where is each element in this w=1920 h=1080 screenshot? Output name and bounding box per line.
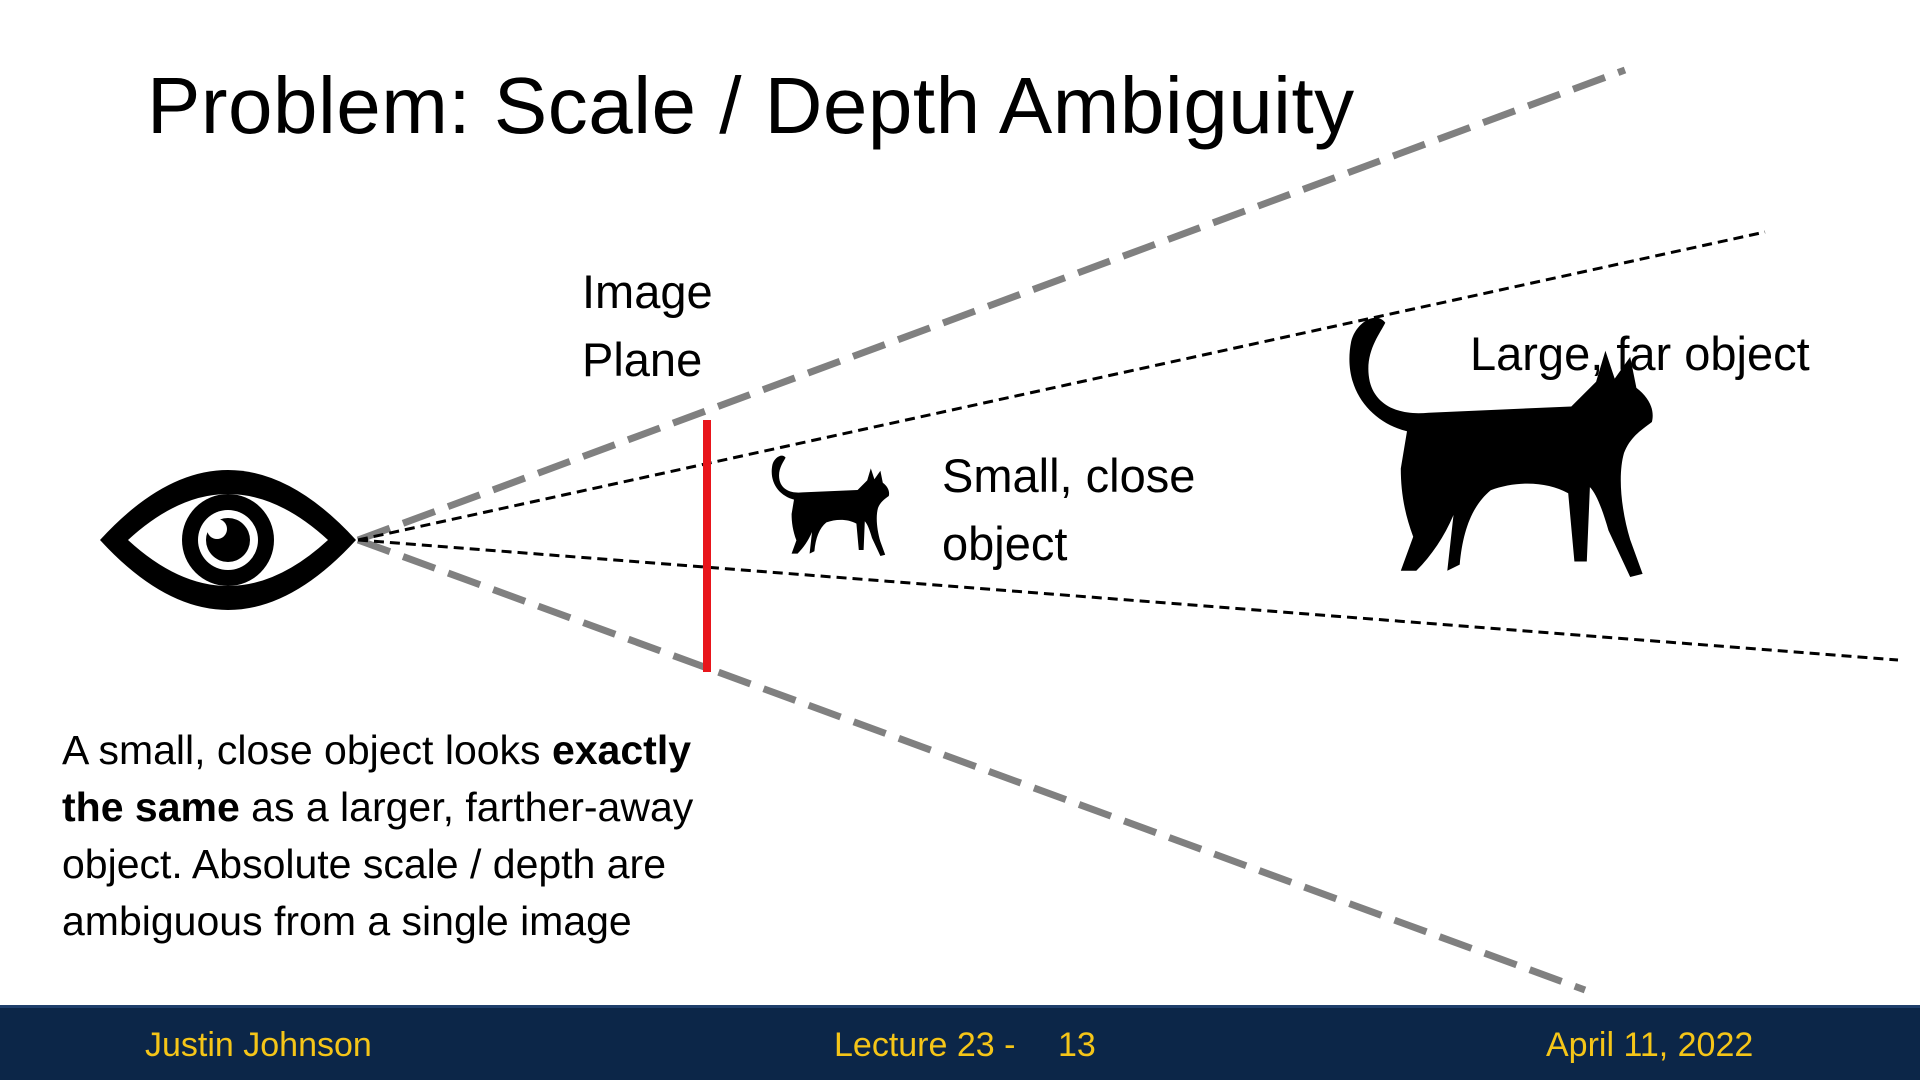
slide-title: Problem: Scale / Depth Ambiguity bbox=[147, 61, 1355, 150]
frustum-upper-line bbox=[356, 66, 1627, 544]
caption-part2: as a larger, farther-away object. Absolu… bbox=[62, 784, 694, 944]
large-object-label: Large, far object bbox=[1470, 327, 1810, 380]
image-plane-label: Image Plane bbox=[582, 258, 713, 394]
small-object-label: Small, close object bbox=[942, 442, 1195, 578]
image-plane-label-line2: Plane bbox=[582, 333, 703, 386]
footer-author: Justin Johnson bbox=[145, 1026, 372, 1064]
footer-date: April 11, 2022 bbox=[1546, 1026, 1754, 1064]
footer-lecture: Lecture 23 - bbox=[834, 1026, 1016, 1064]
eye-icon bbox=[100, 470, 356, 610]
projection-lower-line bbox=[357, 538, 1899, 662]
projection-upper-line bbox=[357, 230, 1766, 542]
footer-bar: Justin Johnson Lecture 23 - 13 April 11,… bbox=[0, 1005, 1920, 1080]
small-object-label-line1: Small, close bbox=[942, 449, 1196, 502]
caption-bold: exactly the same bbox=[62, 727, 692, 830]
small-object-label-line2: object bbox=[942, 517, 1068, 570]
caption: A small, close object looks exactly the … bbox=[62, 722, 762, 950]
image-plane-label-line1: Image bbox=[582, 265, 713, 318]
depth-ambiguity-diagram bbox=[100, 66, 1899, 994]
caption-part1: A small, close object looks bbox=[62, 727, 552, 773]
frustum-lower-line bbox=[356, 536, 1587, 994]
small-cat-icon bbox=[771, 455, 890, 556]
footer-page-number: 13 bbox=[1058, 1026, 1096, 1064]
